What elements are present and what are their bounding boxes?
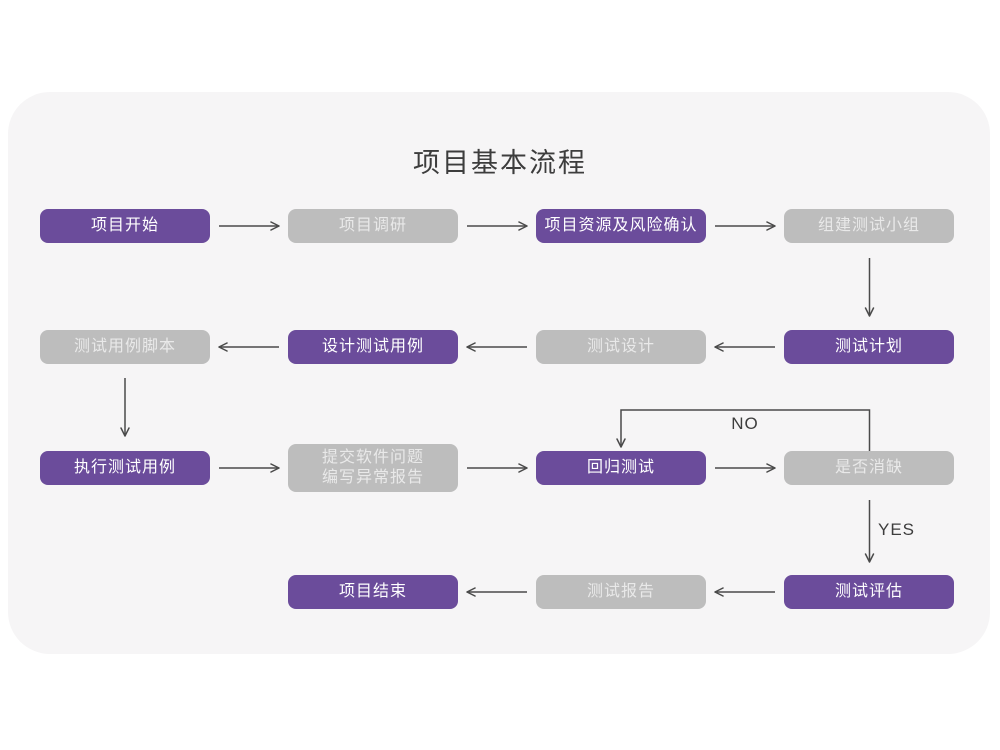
node-defect-cleared: 是否消缺 <box>784 451 954 485</box>
node-label: 项目资源及风险确认 <box>544 217 698 234</box>
node-label: 是否消缺 <box>834 459 903 476</box>
node-label: 组建测试小组 <box>817 217 920 234</box>
node-label: 项目开始 <box>90 217 159 234</box>
node-project-research: 项目调研 <box>288 209 458 243</box>
node-label: 测试设计 <box>586 338 655 355</box>
node-resources-risk: 项目资源及风险确认 <box>536 209 706 243</box>
node-label: 测试用例脚本 <box>73 338 176 355</box>
node-label: 测试评估 <box>834 583 903 600</box>
node-label: 测试报告 <box>586 583 655 600</box>
node-test-case-scripts: 测试用例脚本 <box>40 330 210 364</box>
node-design-test-cases: 设计测试用例 <box>288 330 458 364</box>
node-build-test-team: 组建测试小组 <box>784 209 954 243</box>
node-label: 项目调研 <box>338 217 407 234</box>
edge-label-yes: YES <box>878 520 916 539</box>
node-label: 执行测试用例 <box>73 459 176 476</box>
node-test-evaluation: 测试评估 <box>784 575 954 609</box>
node-execute-test-cases: 执行测试用例 <box>40 451 210 485</box>
node-project-start: 项目开始 <box>40 209 210 243</box>
node-test-plan: 测试计划 <box>784 330 954 364</box>
node-submit-issue-report: 提交软件问题 编写异常报告 <box>288 444 458 492</box>
node-test-report: 测试报告 <box>536 575 706 609</box>
flowchart-card-background <box>8 92 990 654</box>
node-label: 回归测试 <box>586 459 655 476</box>
node-project-end: 项目结束 <box>288 575 458 609</box>
node-regression-test: 回归测试 <box>536 451 706 485</box>
edge-label-no: NO <box>731 414 759 433</box>
node-label: 项目结束 <box>338 583 407 600</box>
node-label: 设计测试用例 <box>321 338 424 355</box>
diagram-title: 项目基本流程 <box>413 148 587 178</box>
node-test-design: 测试设计 <box>536 330 706 364</box>
node-label: 提交软件问题 编写异常报告 <box>321 449 424 486</box>
node-label: 测试计划 <box>834 338 903 355</box>
